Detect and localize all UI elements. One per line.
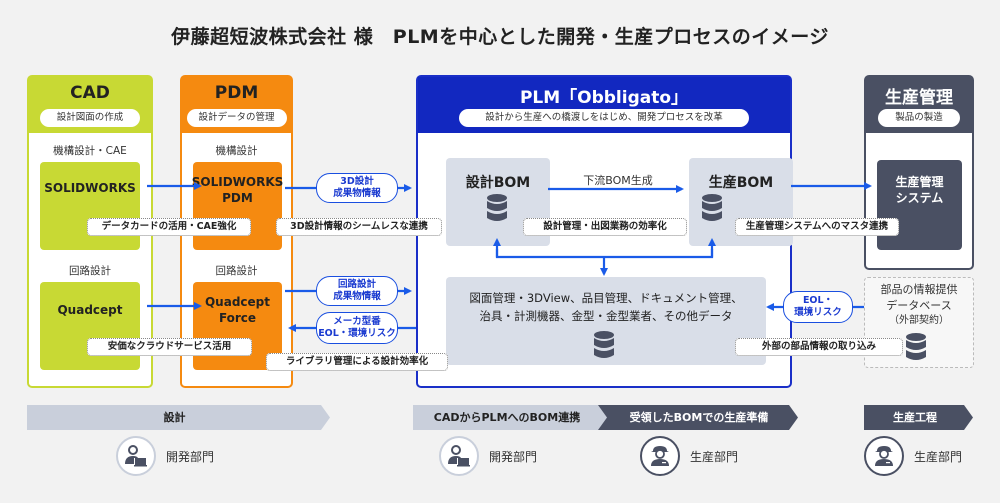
pdm-header: PDM 設計データの管理 [182,77,291,133]
note-library: ライブラリ管理による設計効率化 [266,353,448,371]
solidworks-pdm-line1: SOLIDWORKS [191,175,284,189]
production-system-line1: 生産管理 [895,175,944,189]
department-label: 生産部門 [914,449,963,464]
developer-icon [116,436,156,476]
quadcept-force-line2: Force [218,311,257,326]
department-dev-2: 開発部門 [439,436,537,476]
pdm-pill: 設計データの管理 [186,109,287,127]
bubble-circuit-line1: 回路設計 [337,279,376,291]
stage-bom-link-shape [413,405,608,430]
production-bom-title: 生産BOM [708,175,774,191]
stage-bom-link: CADからPLMへのBOM連携 [433,411,581,424]
note-master-link: 生産管理システムへのマスタ連携 [735,218,899,236]
department-label: 開発部門 [489,449,538,464]
database-icon [702,194,722,221]
pdm-mech-label: 機構設計 [215,145,258,157]
worker-icon [640,436,680,476]
page-title: 伊藤超短波株式会社 様 PLMを中心とした開発・生産プロセスのイメージ [171,26,829,48]
cad-mech-label: 機構設計・CAE [53,145,127,157]
database-icon [906,333,926,360]
plm-title: PLM「Obbligato」 [519,88,689,108]
plm-pill: 設計から生産への橋渡しをはじめ、開発プロセスを改革 [459,109,749,127]
cad-circuit-label: 回路設計 [69,265,111,277]
plm-data-box[interactable]: 図面管理・3DView、品目管理、ドキュメント管理、 治具・計測機器、金型・金型… [446,277,766,365]
bubble-eol-line2: 環境リスク [794,307,842,318]
stage-production-shape [864,405,973,430]
production-pill: 製品の製造 [878,109,960,127]
bubble-circuit-line2: 成果物情報 [333,291,381,302]
department-prod-1: 生産部門 [640,436,738,476]
cad-title: CAD [70,83,110,103]
note-cloud: 安価なクラウドサービス活用 [87,338,252,356]
bubble-maker-line1: メーカ型番 [333,316,381,328]
pdm-circuit-label: 回路設計 [215,265,258,277]
bom-link-line [495,249,714,259]
stage-production-prep: 受領したBOMでの生産準備 [629,411,769,424]
cad-header: CAD 設計図面の作成 [29,77,151,133]
external-db-line1: 部品の情報提供 [880,283,958,296]
department-prod-2: 生産部門 [864,436,962,476]
bubble-circuit-design: 回路設計 成果物情報 [316,276,398,306]
design-bom-title: 設計BOM [465,175,531,191]
bubble-maker-line2: EOL・環境リスク [318,328,396,339]
stage-prep-shape [598,405,798,430]
bubble-eol-line1: EOL・ [802,295,834,307]
note-seamless: 3D設計情報のシームレスな連携 [276,218,442,236]
department-label: 開発部門 [166,449,215,464]
production-title: 生産管理 [885,88,953,108]
bubble-3d-line2: 成果物情報 [333,188,381,199]
production-system-box[interactable]: 生産管理 システム [877,160,962,250]
solidworks-pdm-line2: PDM [222,191,253,206]
external-db-line2: データベース [886,298,952,312]
production-header: 生産管理 製品の製造 [866,77,972,133]
database-icon [594,331,614,358]
developer-icon [439,436,479,476]
database-icon [487,194,507,221]
bubble-3d-design: 3D設計 成果物情報 [316,173,398,203]
department-dev-1: 開発部門 [116,436,214,476]
bom-flow-label: 下流BOM生成 [583,174,653,187]
worker-icon [864,436,904,476]
pdm-title: PDM [214,83,259,103]
bubble-3d-line1: 3D設計 [340,176,374,188]
stage-design: 設計 [163,411,186,424]
cad-pill: 設計図面の作成 [40,109,140,127]
production-system-line2: システム [895,191,944,206]
quadcept-force-line1: Quadcept [204,295,270,309]
stage-design-shape [27,405,330,430]
note-datacard: データカードの活用・CAE強化 [87,218,251,236]
note-design-mgmt: 設計管理・出図業務の効率化 [523,218,687,236]
external-db-line3: （外部契約） [889,314,949,326]
plm-data-line1: 図面管理・3DView、品目管理、ドキュメント管理、 [469,291,743,305]
note-external-parts: 外部の部品情報の取り込み [735,338,903,356]
bubble-eol-risk: EOL・ 環境リスク [783,291,853,323]
plm-data-line2: 治具・計測機器、金型・金型業者、その他データ [479,309,733,324]
department-label: 生産部門 [690,449,739,464]
bubble-maker-eol: メーカ型番 EOL・環境リスク [316,312,398,344]
stage-production: 生産工程 [893,411,937,424]
plm-header: PLM「Obbligato」 設計から生産への橋渡しをはじめ、開発プロセスを改革 [418,77,790,133]
production-panel: 生産管理 製品の製造 生産管理 システム [864,75,974,270]
